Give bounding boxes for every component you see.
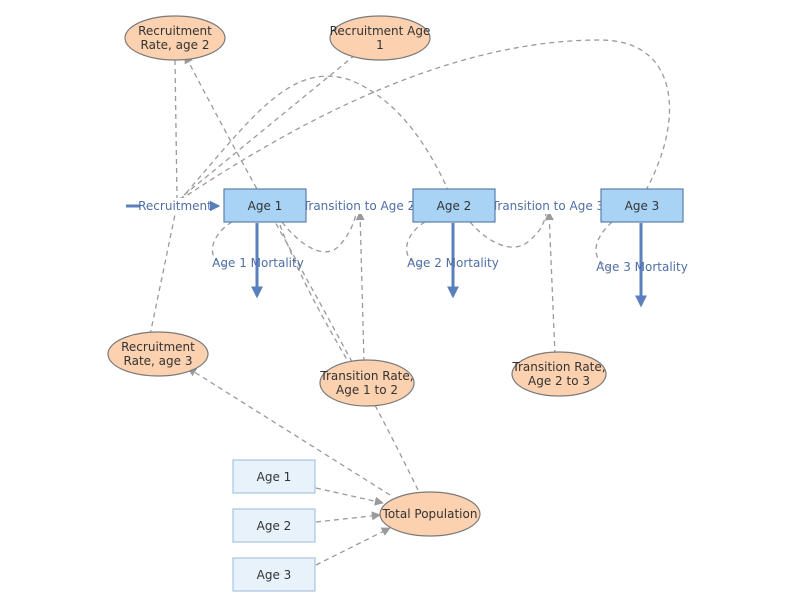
link-age1-loop-to-recruitment [179, 75, 449, 201]
variable-label: Rate, age 2 [141, 38, 210, 52]
stock-age-3[interactable]: Age 3 [600, 188, 684, 223]
ghost-label-age-3: Age 3 [257, 568, 292, 582]
ghost-age-1[interactable]: Age 1 [232, 459, 316, 494]
variable-label: Transition Rate, [511, 360, 605, 374]
variable-recruitment-rate-age-3[interactable]: Recruitment Rate, age 3 [107, 331, 209, 377]
variable-label: Recruitment [121, 340, 195, 354]
flow-label-transition-to-age-3[interactable]: Transition to Age 3 [491, 199, 604, 213]
ghost-age-3[interactable]: Age 3 [232, 557, 316, 592]
variable-label: Recruitment [138, 24, 212, 38]
stock-age-1[interactable]: Age 1 [223, 188, 307, 223]
variable-label: 1 [376, 38, 384, 52]
variable-recruitment-rate-age-2[interactable]: Recruitment Rate, age 2 [124, 15, 226, 61]
flow-label-age-2-mortality[interactable]: Age 2 Mortality [407, 256, 499, 270]
variable-total-population[interactable]: Total Population [379, 491, 481, 537]
stock-label-age-3: Age 3 [625, 199, 660, 213]
link-layer [149, 39, 671, 566]
link-recruitment-rate-age3-to-recruitment [149, 204, 178, 336]
variable-label: Rate, age 3 [124, 354, 193, 368]
flow-label-age-1-mortality[interactable]: Age 1 Mortality [212, 256, 304, 270]
link-age3-loop-to-recruitment [179, 39, 671, 201]
link-age1-to-transition-rate-1-2 [279, 224, 351, 366]
stock-label-age-1: Age 1 [248, 199, 283, 213]
link-age2-loop-to-transition-2-3 [469, 205, 548, 248]
variable-label: Age 2 to 3 [528, 374, 590, 388]
ghost-label-age-2: Age 2 [257, 519, 292, 533]
link-ghost-age1-to-total-population [315, 487, 384, 506]
variable-label: Age 1 to 2 [336, 383, 398, 397]
variable-label: Total Population [382, 507, 478, 521]
link-total-population-to-recruitment-rate-age3 [187, 367, 391, 496]
flow-label-age-3-mortality[interactable]: Age 3 Mortality [596, 260, 688, 274]
flow-label-recruitment[interactable]: Recruitment [138, 199, 212, 213]
variable-label: Recruitment Age [330, 24, 431, 38]
link-age1-loop-to-mortality-1 [211, 221, 233, 266]
variable-recruitment-age-1[interactable]: Recruitment Age 1 [329, 15, 431, 61]
link-recruitment-age1-to-recruitment [177, 54, 356, 201]
ghost-label-age-1: Age 1 [257, 470, 292, 484]
flow-labels: Recruitment Transition to Age 2 Transiti… [138, 198, 688, 274]
variable-label: Transition Rate, [319, 369, 413, 383]
ghost-age-2[interactable]: Age 2 [232, 508, 316, 543]
flow-layer [126, 200, 647, 308]
flow-label-transition-to-age-2[interactable]: Transition to Age 2 [302, 199, 415, 213]
link-age3-loop-to-mortality-3 [595, 221, 613, 269]
link-ghost-age2-to-total-population [315, 511, 381, 523]
link-age1-loop-to-transition-1-2 [281, 205, 359, 253]
variable-transition-rate-age-2-to-3[interactable]: Transition Rate, Age 2 to 3 [511, 351, 607, 397]
link-recruitment-rate-age2-to-recruitment [174, 59, 178, 199]
link-transition-rate-1-2-to-flow [355, 211, 365, 363]
link-total-population-to-recruitment-rate-age2 [184, 54, 419, 491]
link-transition-rate-2-3-to-flow [544, 211, 556, 356]
link-ghost-age3-to-total-population [315, 527, 391, 566]
stock-label-age-2: Age 2 [437, 199, 472, 213]
link-age2-loop-to-mortality-2 [405, 221, 426, 266]
stock-age-2[interactable]: Age 2 [412, 188, 496, 223]
variable-transition-rate-age-1-to-2[interactable]: Transition Rate, Age 1 to 2 [319, 359, 415, 407]
